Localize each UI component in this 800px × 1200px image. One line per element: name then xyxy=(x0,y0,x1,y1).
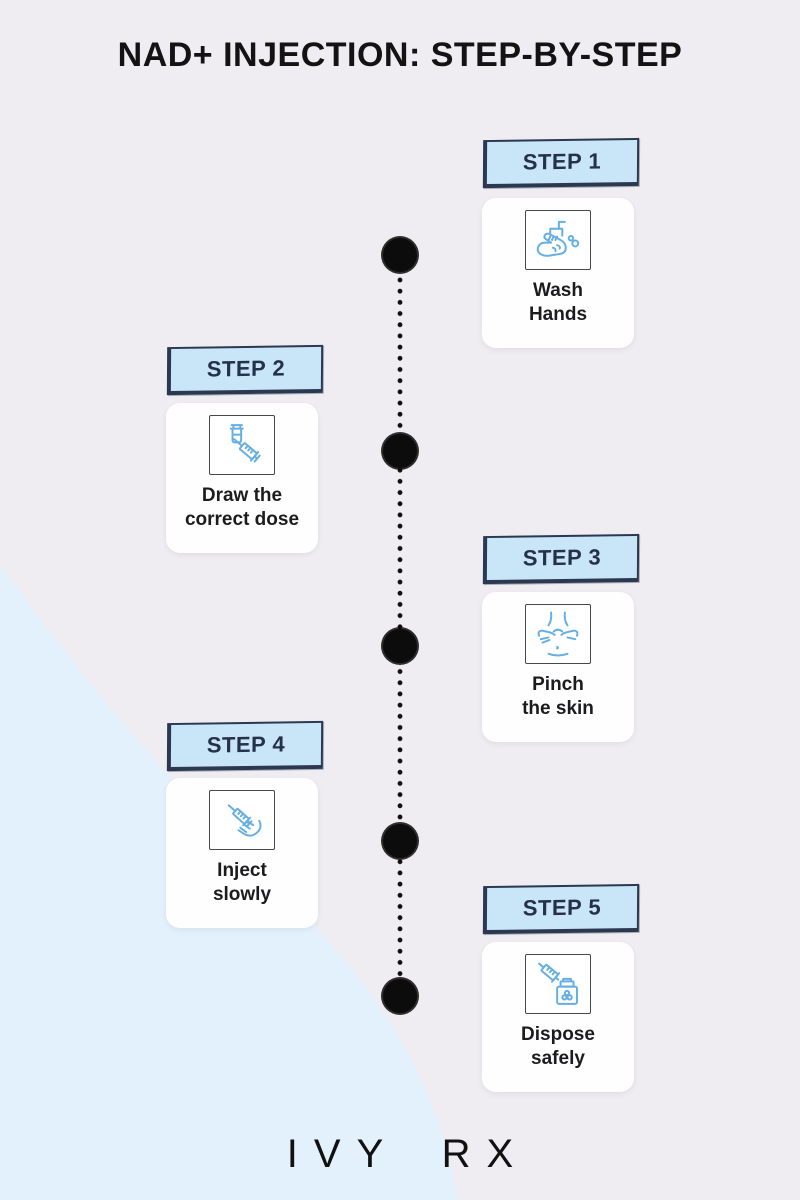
caption-line: Draw the xyxy=(201,485,283,506)
step-3-icon-box xyxy=(525,604,591,664)
step-5-card: Dispose safely xyxy=(482,942,634,1092)
dispose-syringe-icon xyxy=(538,962,578,1005)
step-3-card: Pinch the skin xyxy=(482,592,634,742)
page-title: NAD+ INJECTION: STEP-BY-STEP xyxy=(117,36,683,74)
timeline-node-3 xyxy=(383,629,417,663)
step-4-card: Inject slowly xyxy=(166,778,318,928)
step-4-caption: Inject slowly xyxy=(213,859,271,908)
caption-line: correct dose xyxy=(184,509,300,531)
step-1-banner: STEP 1 xyxy=(482,137,640,189)
step-4-banner: STEP 4 xyxy=(166,720,324,772)
step-2-card: Draw the correct dose xyxy=(166,403,318,553)
caption-line: safely xyxy=(531,1048,585,1070)
step-5-icon-box xyxy=(525,954,591,1014)
inject-syringe-icon xyxy=(227,804,262,837)
step-1-icon-box xyxy=(525,210,591,270)
step-2-banner: STEP 2 xyxy=(166,344,324,396)
vial-syringe-icon xyxy=(229,424,261,463)
step-3-banner-label: STEP 3 xyxy=(522,544,602,571)
step-4-icon-box xyxy=(209,790,275,850)
step-4-banner-label: STEP 4 xyxy=(206,731,286,758)
caption-line: Dispose xyxy=(521,1024,595,1045)
timeline-node-5 xyxy=(383,979,417,1013)
step-5-caption: Dispose safely xyxy=(521,1023,595,1072)
caption-line: slowly xyxy=(212,884,272,906)
caption-line: Wash xyxy=(533,280,583,301)
step-1-caption: Wash Hands xyxy=(529,279,587,328)
step-1-card: Wash Hands xyxy=(482,198,634,348)
step-2-caption: Draw the correct dose xyxy=(185,484,299,533)
brand-logo: IVY RX xyxy=(286,1132,530,1176)
timeline-dotted-line xyxy=(397,252,403,1002)
caption-line: Hands xyxy=(528,304,588,326)
step-3-banner: STEP 3 xyxy=(482,533,640,585)
caption-line: Inject xyxy=(217,860,267,881)
step-2-banner-label: STEP 2 xyxy=(206,355,286,382)
pinch-skin-icon xyxy=(537,611,579,657)
caption-line: the skin xyxy=(522,698,594,720)
step-3-caption: Pinch the skin xyxy=(522,673,594,722)
wash-hands-icon xyxy=(536,220,580,257)
timeline-node-2 xyxy=(383,434,417,468)
step-5-banner-label: STEP 5 xyxy=(522,894,602,921)
step-5-banner: STEP 5 xyxy=(482,883,640,935)
timeline-node-4 xyxy=(383,824,417,858)
step-1-banner-label: STEP 1 xyxy=(522,148,602,175)
timeline-node-1 xyxy=(383,238,417,272)
caption-line: Pinch xyxy=(532,674,584,695)
step-2-icon-box xyxy=(209,415,275,475)
